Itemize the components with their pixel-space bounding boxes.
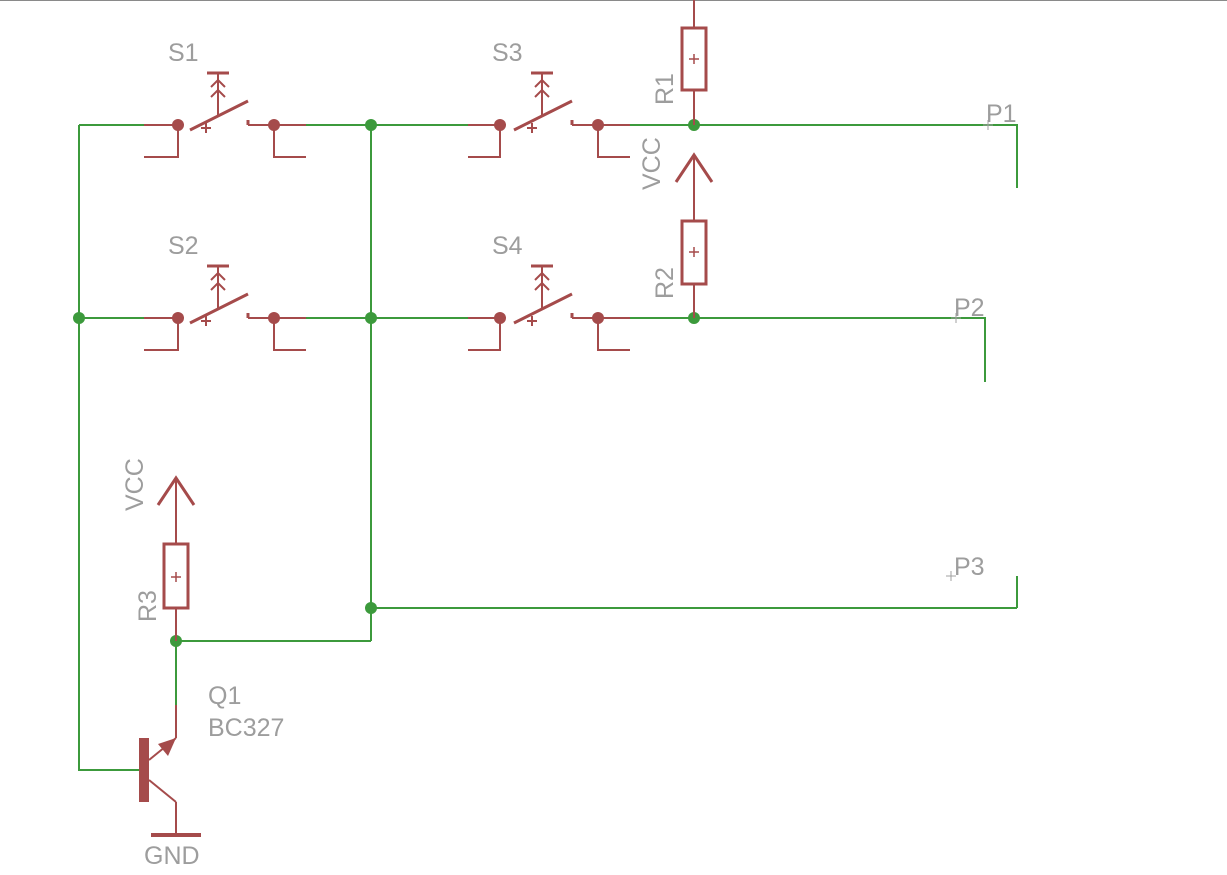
resistor-r2[interactable] <box>680 219 708 318</box>
junction-dot <box>365 119 377 131</box>
label-s3: S3 <box>492 39 523 67</box>
label-p3: P3 <box>954 553 985 581</box>
label-p1: P1 <box>986 100 1017 128</box>
switch-s4[interactable] <box>468 264 630 351</box>
label-s2: S2 <box>168 232 199 260</box>
switch-s2[interactable] <box>144 264 306 351</box>
resistor-r1[interactable] <box>680 0 708 125</box>
junctions <box>73 119 700 647</box>
junction-dot <box>365 312 377 324</box>
switch-s3[interactable] <box>468 71 630 158</box>
connector-p2[interactable] <box>951 313 986 382</box>
wire-left-bus <box>78 125 140 771</box>
label-gnd: GND <box>144 842 200 870</box>
connector-p3[interactable] <box>946 571 1018 608</box>
label-p2: P2 <box>954 294 985 322</box>
switch-s1[interactable] <box>144 71 306 158</box>
label-r3: R3 <box>134 590 162 622</box>
transistor-q1[interactable] <box>139 705 177 834</box>
labels: S1 S2 S3 S4 R1 VCC R2 VCC R3 Q1 BC327 GN… <box>121 39 1017 870</box>
junction-dot <box>73 312 85 324</box>
label-vcc-top: VCC <box>638 137 666 190</box>
label-q1-name: Q1 <box>208 682 241 710</box>
vcc-symbol-middle <box>674 152 714 221</box>
label-s1: S1 <box>168 39 199 67</box>
label-q1-value: BC327 <box>208 714 284 742</box>
vcc-symbol-bottom <box>156 475 196 544</box>
connector-p1[interactable] <box>983 120 1018 188</box>
label-r1: R1 <box>651 73 679 105</box>
label-vcc-bottom: VCC <box>121 458 149 511</box>
wires <box>78 124 1017 771</box>
label-r2: R2 <box>651 267 679 299</box>
resistor-r3[interactable] <box>162 542 190 641</box>
label-s4: S4 <box>492 232 523 260</box>
junction-dot <box>365 602 377 614</box>
